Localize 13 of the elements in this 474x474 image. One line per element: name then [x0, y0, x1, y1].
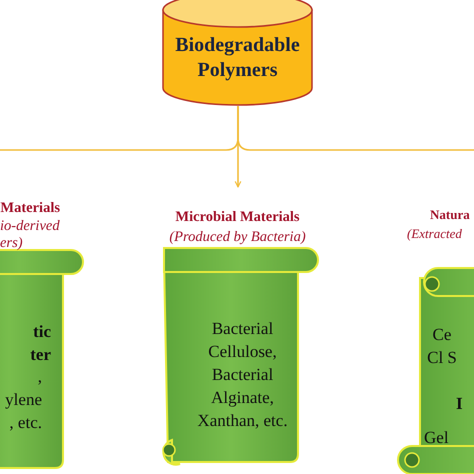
- heading-text: Materials: [0, 200, 60, 217]
- subheading-text: (Extracted: [407, 226, 463, 242]
- body-text: I: [456, 393, 464, 415]
- heading-text: Microbial Materials: [174, 209, 301, 226]
- body-text: , ylene , etc.: [4, 366, 42, 434]
- body-text: Gel: [424, 427, 450, 449]
- subheading-text: (Produced by Bacteria): [168, 229, 307, 246]
- heading-text: Natura: [430, 207, 471, 223]
- title-text: Biodegradable Polymers: [174, 33, 301, 83]
- body-text: tic ter: [29, 321, 51, 366]
- body-text: Ce Cl S: [426, 324, 458, 369]
- body-text: Bacterial Cellulose, Bacterial Alginate, Xanthan, etc.: [196, 318, 289, 432]
- subheading-text: io-derived ers): [0, 218, 61, 252]
